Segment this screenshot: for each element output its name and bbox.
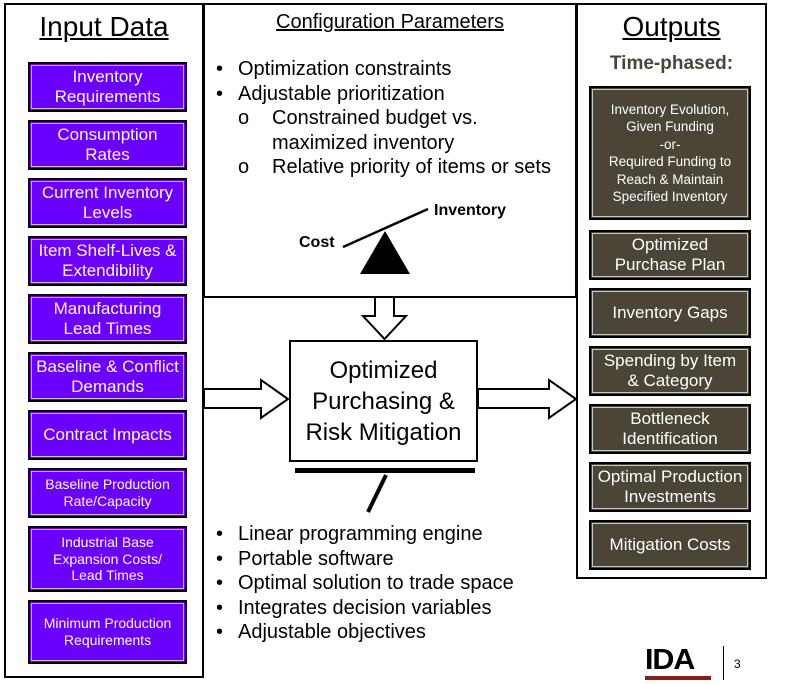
engine-base-icon	[295, 468, 475, 513]
input-item-minimum-production: Minimum Production Requirements	[28, 600, 187, 664]
output-item-inventory-gaps: Inventory Gaps	[589, 288, 751, 338]
ida-logo-underline	[645, 676, 711, 680]
right-arrow-output-icon	[477, 378, 578, 420]
page-number: 3	[734, 657, 741, 671]
engine-bullet: •Optimal solution to trade space	[216, 572, 514, 594]
output-item-optimal-production-investments: Optimal Production Investments	[589, 462, 751, 512]
config-bullet: •Adjustable prioritization	[216, 82, 445, 105]
input-item-industrial-base-expansion: Industrial Base Expansion Costs/ Lead Ti…	[28, 526, 187, 592]
down-arrow-icon	[360, 296, 409, 341]
footer-divider	[723, 646, 724, 680]
optimized-purchasing-box: Optimized Purchasing & Risk Mitigation	[289, 340, 478, 462]
output-item-spending-by-item: Spending by Item & Category	[589, 346, 751, 396]
engine-bullet: •Portable software	[216, 547, 394, 570]
ida-logo-text: IDA	[645, 644, 695, 676]
outputs-subtitle: Time-phased:	[609, 53, 734, 74]
engine-bullet: •Adjustable objectives	[216, 621, 426, 643]
scale-cost-label: Cost	[299, 234, 335, 251]
output-item-optimized-purchase-plan: Optimized Purchase Plan	[589, 230, 751, 280]
input-item-inventory-requirements: Inventory Requirements	[28, 62, 187, 112]
engine-bullet: •Integrates decision variables	[216, 596, 492, 619]
configuration-title: Configuration Parameters	[276, 11, 504, 33]
right-arrow-input-icon	[203, 378, 290, 420]
config-sub-bullet-continued: maximized inventory	[272, 131, 455, 154]
input-data-panel: Input Data	[4, 3, 204, 678]
output-item-inventory-evolution: Inventory Evolution, Given Funding -or- …	[589, 86, 751, 220]
ida-logo: IDA	[645, 646, 717, 684]
outputs-panel: Outputs Time-phased:	[576, 3, 767, 579]
input-item-consumption-rates: Consumption Rates	[28, 120, 187, 170]
output-item-bottleneck-identification: Bottleneck Identification	[589, 404, 751, 454]
engine-bullet: •Linear programming engine	[216, 523, 483, 545]
center-line-3: Risk Mitigation	[305, 419, 462, 446]
balance-scale-icon	[342, 207, 429, 274]
config-bullet: •Optimization constraints	[216, 58, 452, 80]
input-data-title: Input Data	[39, 11, 169, 42]
input-item-baseline-production-rate: Baseline Production Rate/Capacity	[28, 468, 187, 518]
outputs-title: Outputs	[622, 11, 721, 42]
input-item-shelf-lives: Item Shelf-Lives & Extendibility	[28, 236, 187, 286]
center-line-2: Purchasing &	[312, 388, 455, 415]
input-item-contract-impacts: Contract Impacts	[28, 410, 187, 460]
output-item-mitigation-costs: Mitigation Costs	[589, 520, 751, 570]
center-line-1: Optimized	[329, 357, 438, 384]
engine-bullets: •Linear programming engine •Portable sof…	[216, 522, 514, 645]
configuration-bullets: •Optimization constraints •Adjustable pr…	[216, 57, 551, 180]
input-item-manufacturing-lead-times: Manufacturing Lead Times	[28, 294, 187, 344]
input-item-baseline-conflict-demands: Baseline & Conflict Demands	[28, 352, 187, 402]
input-item-current-inventory-levels: Current Inventory Levels	[28, 178, 187, 228]
scale-inventory-label: Inventory	[434, 202, 507, 219]
